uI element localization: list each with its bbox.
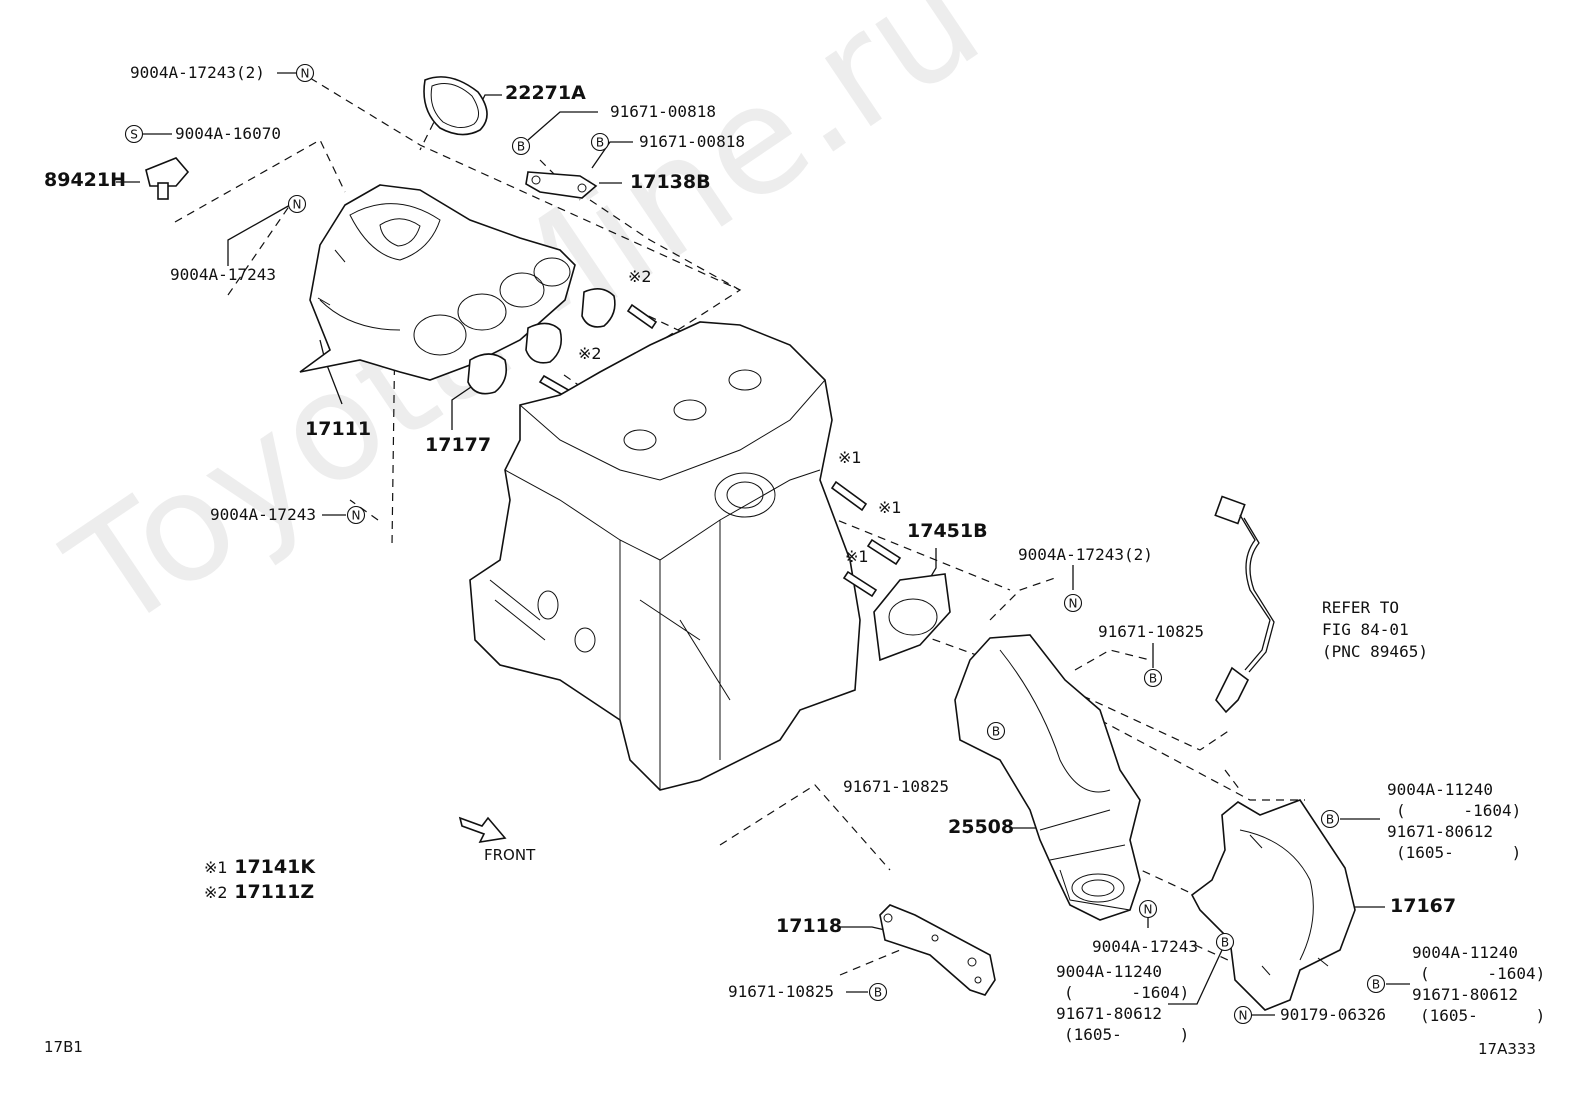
corner-code-right: 17A333 <box>1478 1040 1536 1058</box>
callout-bubble-letter: S <box>130 128 138 142</box>
legend-mark-1: ※1 <box>204 858 228 877</box>
label-9004A-17243-mid: 9004A-17243 <box>170 265 276 284</box>
callout-bubble-letter: B <box>992 725 1000 739</box>
exhaust-gasket-17451B <box>873 573 951 662</box>
label-9004A-17243-bottom: 9004A-17243 <box>1092 937 1198 956</box>
callout-bubble-b <box>1320 809 1340 829</box>
label-9004A-11240-a: 9004A-11240 <box>1387 780 1493 799</box>
refer-line-3: (PNC 89465) <box>1322 642 1428 661</box>
mark-1-middle: ※1 <box>878 498 902 517</box>
callout-bubble-letter: N <box>301 67 310 81</box>
corner-code-left: 17B1 <box>44 1038 83 1056</box>
callout-bubble-letter: B <box>1149 672 1157 686</box>
label-91671-10825-bottom: 91671-10825 <box>728 982 834 1001</box>
mark-1-lower: ※1 <box>845 547 869 566</box>
mark-2-upper: ※2 <box>628 267 652 286</box>
label-90179-06326: 90179-06326 <box>1280 1005 1386 1024</box>
stud-17141K <box>830 480 902 598</box>
callout-bubble-letter: N <box>1144 903 1153 917</box>
label-89421H: 89421H <box>44 169 127 191</box>
bracket-17138B <box>525 171 598 199</box>
callout-bubble-b <box>511 136 531 156</box>
label-91671-80612-a: 91671-80612 <box>1387 822 1493 841</box>
label-91671-10825-mid: 91671-10825 <box>843 777 949 796</box>
front-label: FRONT <box>484 846 536 864</box>
label-91671-80612-b: 91671-80612 <box>1056 1004 1162 1023</box>
label-9004A-11240-b: 9004A-11240 <box>1056 962 1162 981</box>
label-1604-c: ( -1604) <box>1420 964 1546 983</box>
callout-bubble-b <box>1366 974 1386 994</box>
callout-bubble-letter: B <box>596 136 604 150</box>
intake-manifold-17111 <box>299 184 576 381</box>
engine-block <box>469 321 861 791</box>
callout-bubble-b <box>1143 668 1163 688</box>
label-91671-00818-a: 91671-00818 <box>610 102 716 121</box>
label-1604-b: ( -1604) <box>1064 983 1190 1002</box>
callout-bubble-b <box>1215 932 1235 952</box>
refer-line-1: REFER TO <box>1322 598 1400 617</box>
label-17177: 17177 <box>425 434 492 456</box>
label-1605-a: (1605- ) <box>1396 843 1522 862</box>
legend-mark-2: ※2 <box>204 883 228 902</box>
callout-bubble-b <box>590 132 610 152</box>
legend-row-1: ※1 17141K <box>204 858 315 877</box>
label-1604-a: ( -1604) <box>1396 801 1522 820</box>
callout-bubble-letter: B <box>1326 813 1334 827</box>
label-17167: 17167 <box>1390 895 1457 917</box>
label-9004A-17243-2-right: 9004A-17243(2) <box>1018 545 1153 564</box>
callout-bubble-s <box>124 124 144 144</box>
callout-bubble-n <box>1233 1005 1253 1025</box>
callout-bubble-letter: B <box>874 986 882 1000</box>
intake-gasket-17177 <box>467 288 616 395</box>
label-1605-c: (1605- ) <box>1420 1006 1546 1025</box>
map-sensor-89421H <box>145 157 190 200</box>
label-9004A-16070: 9004A-16070 <box>175 124 281 143</box>
legend-part-2: 17111Z <box>234 881 315 903</box>
label-9004A-17243-left: 9004A-17243 <box>210 505 316 524</box>
legend-part-1: 17141K <box>234 856 316 878</box>
callout-bubble-n <box>1138 899 1158 919</box>
callout-bubble-n <box>1063 593 1083 613</box>
callout-bubble-letter: B <box>1372 978 1380 992</box>
label-9004A-11240-c: 9004A-11240 <box>1412 943 1518 962</box>
label-17451B: 17451B <box>907 520 988 542</box>
callout-bubbles: N S B B N N N B B B N B B B N <box>124 63 1386 1025</box>
label-91671-00818-b: 91671-00818 <box>639 132 745 151</box>
callout-bubble-letter: N <box>352 509 361 523</box>
refer-line-2: FIG 84-01 <box>1322 620 1409 639</box>
callout-bubble-letter: N <box>1069 597 1078 611</box>
callout-bubble-letter: B <box>1221 936 1229 950</box>
mark-1-upper: ※1 <box>838 448 862 467</box>
label-1605-b: (1605- ) <box>1064 1025 1190 1044</box>
leader-lines <box>116 72 1410 1016</box>
callout-bubble-n <box>295 63 315 83</box>
mark-2-lower: ※2 <box>578 344 602 363</box>
callout-bubble-b <box>986 721 1006 741</box>
heat-insulator-17167 <box>1190 799 1356 1011</box>
legend-row-2: ※2 17111Z <box>204 883 314 902</box>
label-25508: 25508 <box>948 816 1015 838</box>
label-17138B: 17138B <box>630 171 711 193</box>
callout-bubble-letter: N <box>293 198 302 212</box>
label-91671-80612-c: 91671-80612 <box>1412 985 1518 1004</box>
callout-bubble-letter: N <box>1239 1009 1248 1023</box>
callout-bubble-n <box>287 194 307 214</box>
callout-bubble-letter: B <box>517 140 525 154</box>
label-17118: 17118 <box>776 915 843 937</box>
callout-bubble-n <box>346 505 366 525</box>
throttle-gasket-22271A <box>423 76 488 136</box>
front-arrow-icon <box>458 816 507 844</box>
label-22271A: 22271A <box>505 82 586 104</box>
label-9004A-17243-2-top: 9004A-17243(2) <box>130 63 265 82</box>
label-17111: 17111 <box>305 418 372 440</box>
exhaust-manifold-converter-25508 <box>954 634 1141 921</box>
oxygen-sensor <box>1214 495 1275 714</box>
bracket-17118 <box>879 904 996 996</box>
callout-bubble-b <box>868 982 888 1002</box>
label-91671-10825-top: 91671-10825 <box>1098 622 1204 641</box>
